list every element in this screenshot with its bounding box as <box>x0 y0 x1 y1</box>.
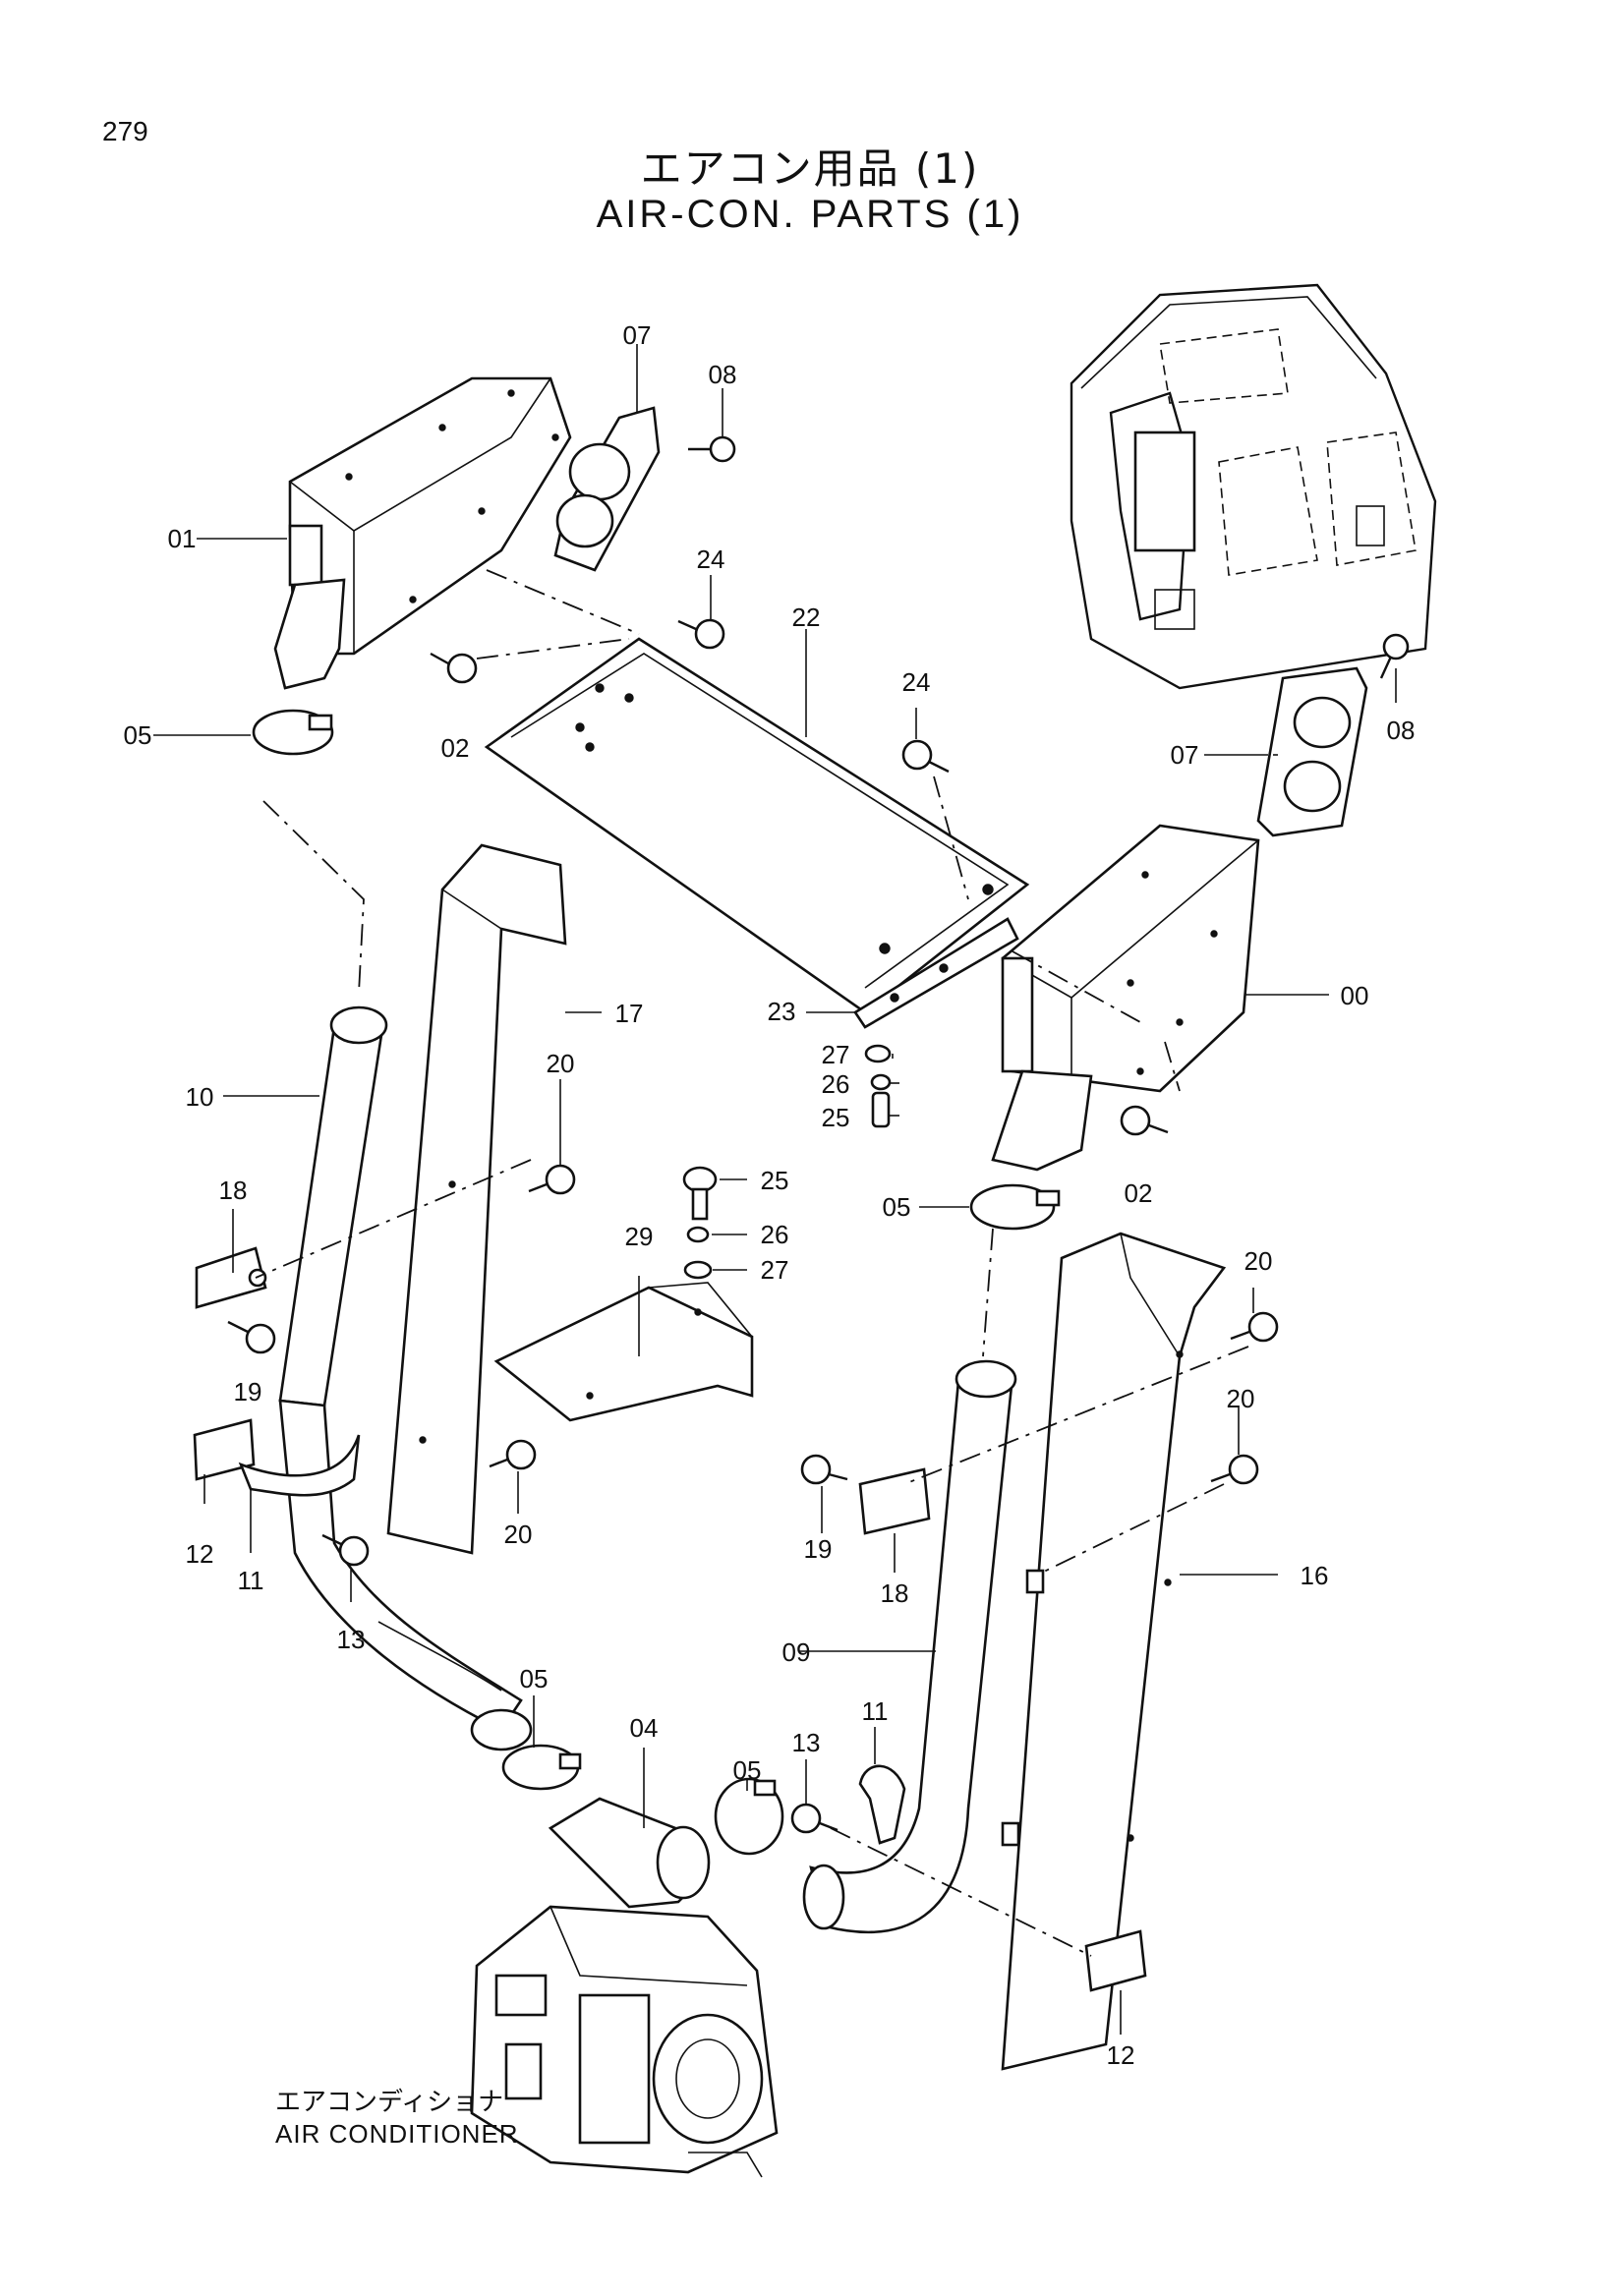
callout-18-right: 18 <box>881 1578 909 1608</box>
callout-05-c: 05 <box>520 1664 549 1693</box>
screw-08-left <box>688 435 736 463</box>
mount-frame-22 <box>484 637 1030 1014</box>
callout-07-right: 07 <box>1171 740 1199 770</box>
air-conditioner-unit <box>470 1797 779 2178</box>
callout-22: 22 <box>792 603 821 632</box>
callout-25-b: 25 <box>761 1166 789 1195</box>
duct-right-00 <box>991 824 1260 1172</box>
washer-27-b <box>683 1260 713 1280</box>
bolt-02-left <box>430 652 478 684</box>
bracket-29 <box>493 1282 754 1422</box>
callout-07-left: 07 <box>623 320 652 350</box>
callout-13-right: 13 <box>792 1728 821 1757</box>
bolt-25-a <box>871 1091 891 1128</box>
bolt-19-right <box>800 1454 848 1485</box>
title-japanese: エアコン用品 (1) <box>640 144 980 193</box>
bolt-19-left <box>227 1320 276 1354</box>
callout-02-left: 02 <box>441 733 470 763</box>
callout-29: 29 <box>625 1222 654 1251</box>
callout-10: 10 <box>186 1082 214 1112</box>
strap-11-right <box>858 1764 906 1845</box>
callout-19-left: 19 <box>234 1377 262 1406</box>
callout-27-a: 27 <box>822 1040 850 1069</box>
washer-26-a <box>870 1073 892 1091</box>
pipe-09-right <box>802 1359 1017 1934</box>
callout-11-right: 11 <box>862 1696 889 1726</box>
strap-11-left <box>238 1434 361 1497</box>
callout-08-right: 08 <box>1387 716 1416 745</box>
callout-20-b: 20 <box>504 1520 533 1549</box>
screw-08-right <box>1379 633 1410 679</box>
bracket-18-right <box>858 1467 931 1535</box>
bolt-20-d <box>1210 1454 1259 1485</box>
callout-23: 23 <box>768 997 796 1026</box>
callout-26-a: 26 <box>822 1069 850 1099</box>
filter-cover-07-right <box>1256 666 1368 837</box>
callout-16: 16 <box>1301 1561 1329 1590</box>
filter-cover-07-left <box>553 406 661 572</box>
hose-clamp-05-b <box>969 1183 1061 1231</box>
callout-17: 17 <box>615 999 644 1028</box>
bolt-24-a <box>677 618 725 650</box>
callout-05-b: 05 <box>883 1192 911 1222</box>
bolt-20-b <box>489 1439 537 1470</box>
bolt-20-c <box>1230 1311 1279 1343</box>
callout-20-a: 20 <box>547 1049 575 1078</box>
washer-27-a <box>864 1044 892 1063</box>
callout-25-a: 25 <box>822 1103 850 1132</box>
callout-26-b: 26 <box>761 1220 789 1249</box>
page-number: 279 <box>102 116 148 146</box>
plate-12-right <box>1084 1929 1147 1992</box>
callout-11-left: 11 <box>238 1566 264 1595</box>
assembly-lines <box>255 569 1249 1957</box>
bolt-20-a <box>528 1164 576 1195</box>
callout-19-right: 19 <box>804 1534 833 1564</box>
bracket-18-left <box>195 1246 267 1309</box>
callout-27-b: 27 <box>761 1255 789 1285</box>
callout-18-left: 18 <box>219 1176 248 1205</box>
hose-clamp-05-a <box>252 709 334 756</box>
bracket-23 <box>853 917 1019 1029</box>
duct-cover-16 <box>1001 1232 1227 2071</box>
callout-02-right: 02 <box>1125 1178 1153 1208</box>
bolt-13-left <box>321 1533 370 1567</box>
washer-26-b <box>686 1226 710 1243</box>
callout-12-left: 12 <box>186 1539 214 1569</box>
callout-08-left: 08 <box>709 360 737 389</box>
duct-cover-17 <box>386 843 567 1555</box>
callout-20-c: 20 <box>1244 1246 1273 1276</box>
hose-clamp-05-c <box>501 1744 582 1791</box>
plate-12-left <box>193 1418 256 1481</box>
callout-24-a: 24 <box>697 545 725 574</box>
caption-english: AIR CONDITIONER <box>275 2119 519 2149</box>
bolt-24-b <box>901 739 950 774</box>
callout-09: 09 <box>782 1637 811 1667</box>
hose-clamp-05-d <box>714 1777 784 1856</box>
bolt-02-right <box>1120 1105 1169 1136</box>
callout-01: 01 <box>168 524 197 553</box>
callout-05-a: 05 <box>124 720 152 750</box>
pipe-10-left <box>278 1005 533 1751</box>
callout-24-b: 24 <box>902 667 931 697</box>
callout-labels: 07 08 01 24 22 24 02 05 07 08 00 23 17 2… <box>124 320 1416 2070</box>
duct-left-01 <box>273 376 572 690</box>
leader-lines <box>153 344 1397 2035</box>
cab-illustration <box>1070 283 1437 690</box>
callout-05-d: 05 <box>733 1755 762 1785</box>
callout-13-left: 13 <box>337 1625 366 1654</box>
bolt-25-b <box>682 1166 718 1221</box>
callout-12-right: 12 <box>1107 2040 1135 2070</box>
callout-20-d: 20 <box>1227 1384 1255 1413</box>
callout-04: 04 <box>630 1713 659 1743</box>
bolt-13-right <box>790 1803 839 1834</box>
title-english: AIR-CON. PARTS (1) <box>596 193 1024 236</box>
callout-00: 00 <box>1341 981 1369 1010</box>
caption-japanese: エアコンディショナ <box>275 2088 504 2117</box>
